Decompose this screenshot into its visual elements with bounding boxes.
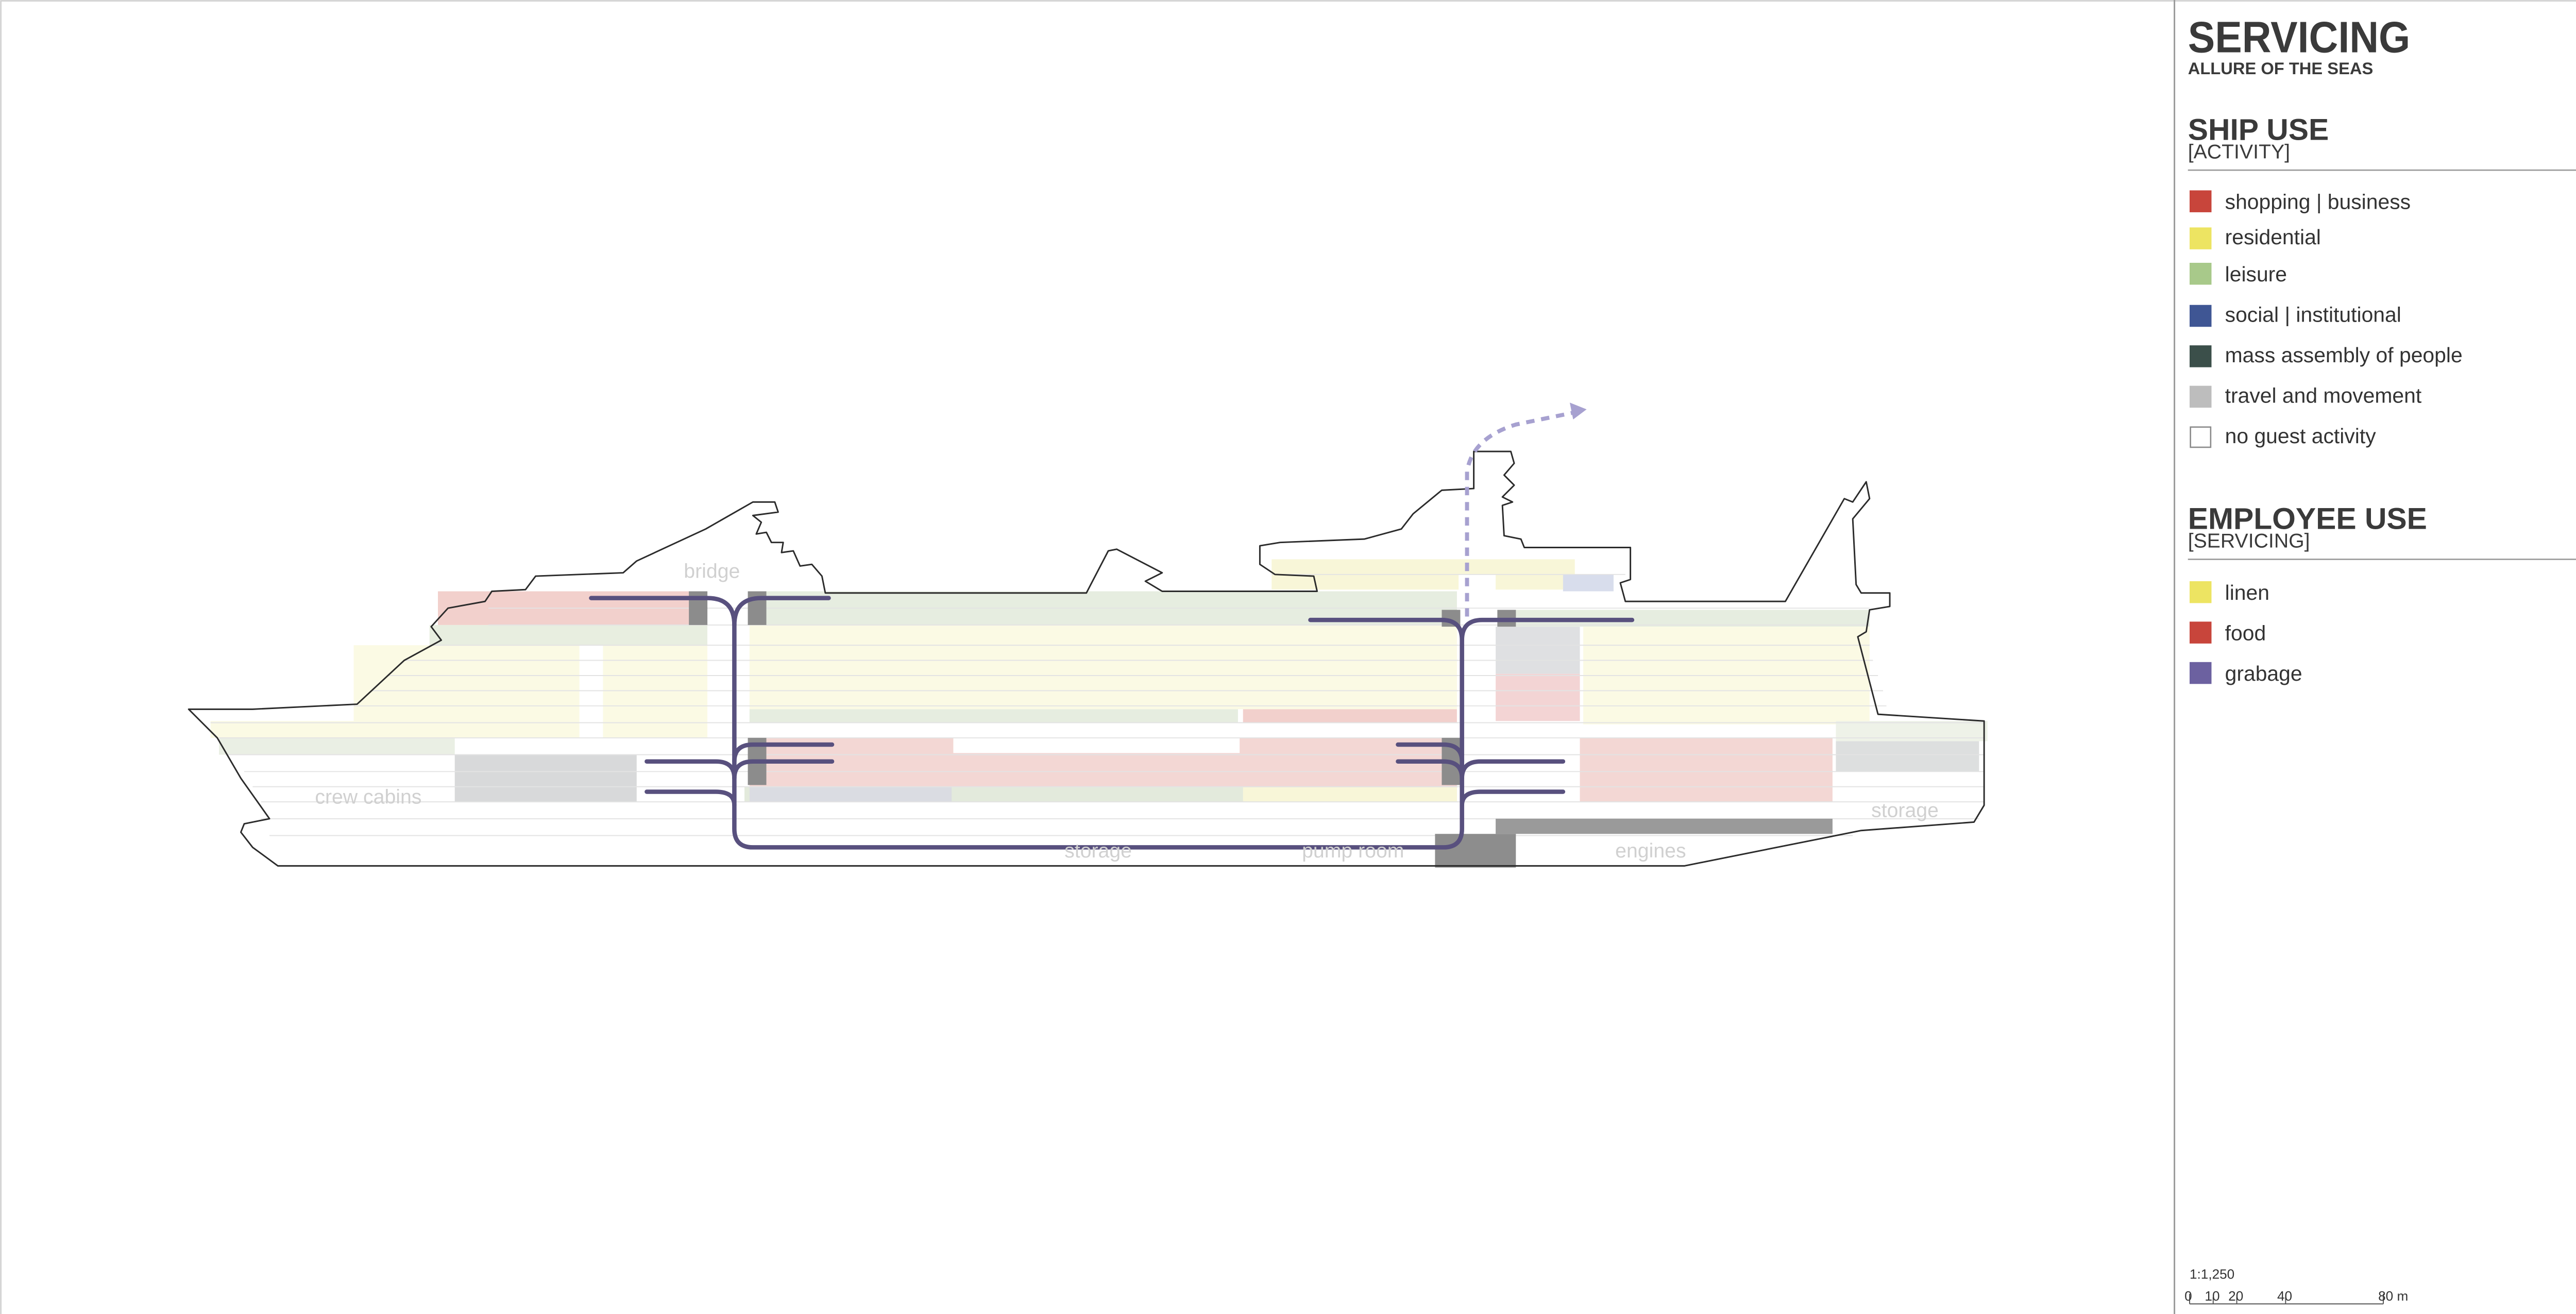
zone-residential <box>210 721 708 738</box>
ship-section: bridge crew cabins storage pump room eng… <box>188 402 1988 868</box>
route-deck-aft <box>1460 789 1566 807</box>
route-upper-fore <box>589 596 1635 850</box>
legend-swatch-food <box>2190 621 2212 644</box>
legend-swatch-mass-assembly <box>2190 345 2212 367</box>
zone-travel <box>1836 741 1979 772</box>
route-upper-aft-branch <box>1308 617 1464 643</box>
route-deck-fore <box>732 759 835 781</box>
zone-leisure <box>219 737 455 755</box>
label-crew-cabins: crew cabins <box>315 785 421 808</box>
zone-residential <box>749 625 1457 710</box>
legend-label: residential <box>2225 225 2321 249</box>
scale-label: 10 <box>2205 1288 2219 1304</box>
hull-outline <box>188 450 1985 867</box>
legend-swatch-social <box>2190 305 2212 327</box>
label-bridge: bridge <box>684 560 740 582</box>
exhaust-arrowhead <box>1569 402 1587 420</box>
engine-room-block <box>1496 818 1833 834</box>
sheet-title: SERVICING <box>2188 13 2411 62</box>
route-deck-aft <box>1396 742 1464 764</box>
ship-use-subheading: [ACTIVITY] <box>2188 140 2290 163</box>
legend-label: food <box>2225 621 2266 645</box>
ship-use-heading: SHIP USE <box>2188 113 2329 146</box>
sheet-subtitle: ALLURE OF THE SEAS <box>2188 59 2374 78</box>
scale-label: 80 m <box>2378 1288 2408 1304</box>
zone-travel <box>454 754 637 802</box>
scale-label: 40 <box>2277 1288 2292 1304</box>
legend-label: mass assembly of people <box>2225 343 2463 367</box>
zone-leisure <box>429 625 708 646</box>
label-pump-room: pump room <box>1302 839 1404 862</box>
deck-lines <box>210 574 1985 836</box>
scale-labels: 0 10 20 40 80 m <box>2184 1288 2408 1304</box>
legend-label: social | institutional <box>2225 302 2401 326</box>
legend-swatch-travel <box>2190 385 2212 408</box>
legend-swatch-leisure <box>2190 263 2212 285</box>
legend-label: linen <box>2225 581 2269 604</box>
garbage-route <box>589 596 1635 850</box>
zone-leisure <box>749 709 1238 723</box>
scale-bar <box>2189 1293 2384 1305</box>
zone-travel <box>1496 627 1580 674</box>
legend-label: travel and movement <box>2225 383 2422 407</box>
atrium-void <box>579 645 603 755</box>
route-deck-aft <box>1460 759 1566 781</box>
zone-shopping <box>1243 709 1457 723</box>
scale-label: 20 <box>2228 1288 2243 1304</box>
legend-swatch-shopping <box>2190 190 2212 212</box>
scale-ratio: 1:1,250 <box>2190 1266 2234 1282</box>
legend-swatch-garbage <box>2190 662 2212 684</box>
label-engines: engines <box>1615 839 1686 862</box>
legend-label: no guest activity <box>2225 424 2377 448</box>
route-upper-fore-branch <box>732 596 831 628</box>
label-storage-mid: storage <box>1064 839 1132 862</box>
route-deck-fore <box>732 742 835 764</box>
route-deck-fore <box>645 789 737 807</box>
space-labels: bridge crew cabins storage pump room eng… <box>315 560 1939 862</box>
legend-label: shopping | business <box>2225 190 2411 213</box>
legend-label: grabage <box>2225 662 2302 685</box>
legend-label: leisure <box>2225 262 2287 286</box>
legend-swatch-no-guest <box>2190 426 2212 448</box>
legend-panel: SERVICING ALLURE OF THE SEAS SHIP USE [A… <box>2184 13 2576 1305</box>
label-storage-aft: storage <box>1871 799 1939 822</box>
zone-social <box>1563 574 1614 592</box>
zone-shopping <box>1580 737 1833 802</box>
pump-room-block <box>1435 834 1516 868</box>
employee-use-subheading: [SERVICING] <box>2188 529 2310 552</box>
legend-swatch-residential <box>2190 227 2212 249</box>
zone-residential <box>1243 786 1457 802</box>
employee-use-heading: EMPLOYEE USE <box>2188 502 2427 536</box>
atrium-void <box>707 591 744 836</box>
legend-swatch-linen <box>2190 581 2212 603</box>
zone-shopping <box>1496 673 1580 721</box>
scale-label: 0 <box>2184 1288 2192 1304</box>
zone-travel <box>749 786 952 802</box>
